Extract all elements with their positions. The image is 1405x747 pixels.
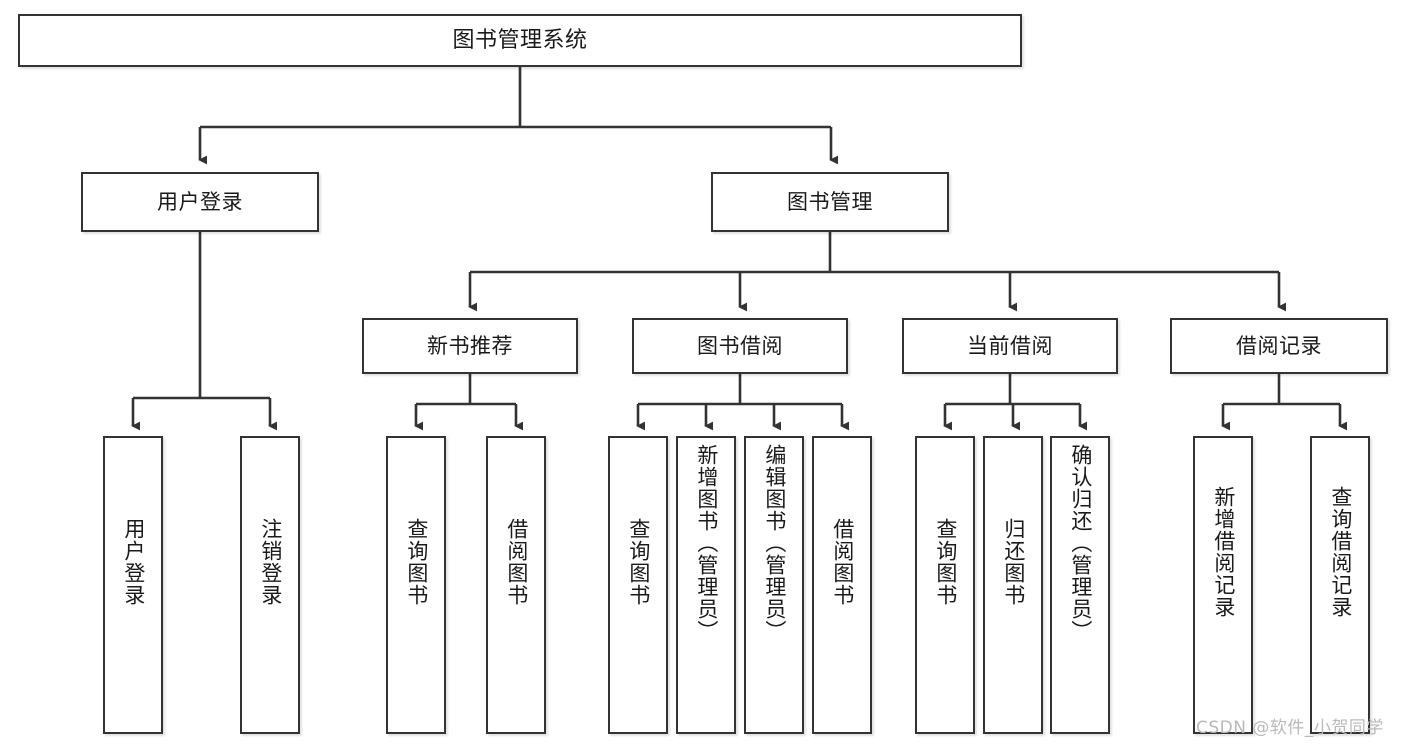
node-leaf-add-book-label: 新增图书（管理员） (694, 444, 719, 642)
node-root[interactable]: 图书管理系统 (18, 14, 1022, 67)
node-leaf-borrow-book-1-label: 借阅图书 (504, 518, 529, 606)
node-leaf-confirm-return-label: 确认归还（管理员） (1068, 444, 1093, 642)
node-leaf-user-login-label: 用户登录 (121, 518, 146, 606)
node-leaf-edit-book[interactable]: 编辑图书（管理员） (744, 436, 804, 734)
node-leaf-query-book-3-label: 查询图书 (933, 518, 958, 606)
node-new-book-rec[interactable]: 新书推荐 (362, 318, 578, 374)
node-leaf-query-book-1-label: 查询图书 (404, 518, 429, 606)
node-leaf-query-record-label: 查询借阅记录 (1328, 486, 1353, 618)
node-leaf-add-record[interactable]: 新增借阅记录 (1193, 436, 1253, 734)
node-leaf-query-book-2-label: 查询图书 (626, 518, 651, 606)
node-borrow-record[interactable]: 借阅记录 (1170, 318, 1388, 374)
watermark: CSDN @软件_小贺同学 (1196, 718, 1384, 738)
node-leaf-return-book-label: 归还图书 (1001, 518, 1026, 606)
node-leaf-confirm-return[interactable]: 确认归还（管理员） (1050, 436, 1110, 734)
node-leaf-query-book-1[interactable]: 查询图书 (386, 436, 446, 734)
node-new-book-rec-label: 新书推荐 (427, 333, 513, 358)
node-book-borrow-label: 图书借阅 (697, 333, 783, 358)
node-leaf-query-book-2[interactable]: 查询图书 (608, 436, 668, 734)
node-leaf-add-record-label: 新增借阅记录 (1211, 486, 1236, 618)
node-book-manage-label: 图书管理 (787, 189, 873, 214)
node-book-borrow[interactable]: 图书借阅 (632, 318, 848, 374)
node-leaf-query-book-3[interactable]: 查询图书 (915, 436, 975, 734)
node-leaf-user-login[interactable]: 用户登录 (103, 436, 163, 734)
node-leaf-borrow-book-2[interactable]: 借阅图书 (812, 436, 872, 734)
node-leaf-borrow-book-2-label: 借阅图书 (830, 518, 855, 606)
node-leaf-add-book[interactable]: 新增图书（管理员） (676, 436, 736, 734)
node-leaf-user-logout-label: 注销登录 (258, 518, 283, 606)
node-book-manage[interactable]: 图书管理 (711, 172, 949, 232)
node-leaf-borrow-book-1[interactable]: 借阅图书 (486, 436, 546, 734)
node-leaf-edit-book-label: 编辑图书（管理员） (762, 444, 787, 642)
node-leaf-return-book[interactable]: 归还图书 (983, 436, 1043, 734)
node-current-borrow[interactable]: 当前借阅 (902, 318, 1118, 374)
node-root-label: 图书管理系统 (452, 27, 588, 53)
node-leaf-user-logout[interactable]: 注销登录 (240, 436, 300, 734)
node-leaf-query-record[interactable]: 查询借阅记录 (1310, 436, 1370, 734)
node-borrow-record-label: 借阅记录 (1236, 333, 1322, 358)
node-current-borrow-label: 当前借阅 (967, 333, 1053, 358)
node-user-login[interactable]: 用户登录 (81, 172, 319, 232)
node-user-login-label: 用户登录 (157, 189, 243, 214)
